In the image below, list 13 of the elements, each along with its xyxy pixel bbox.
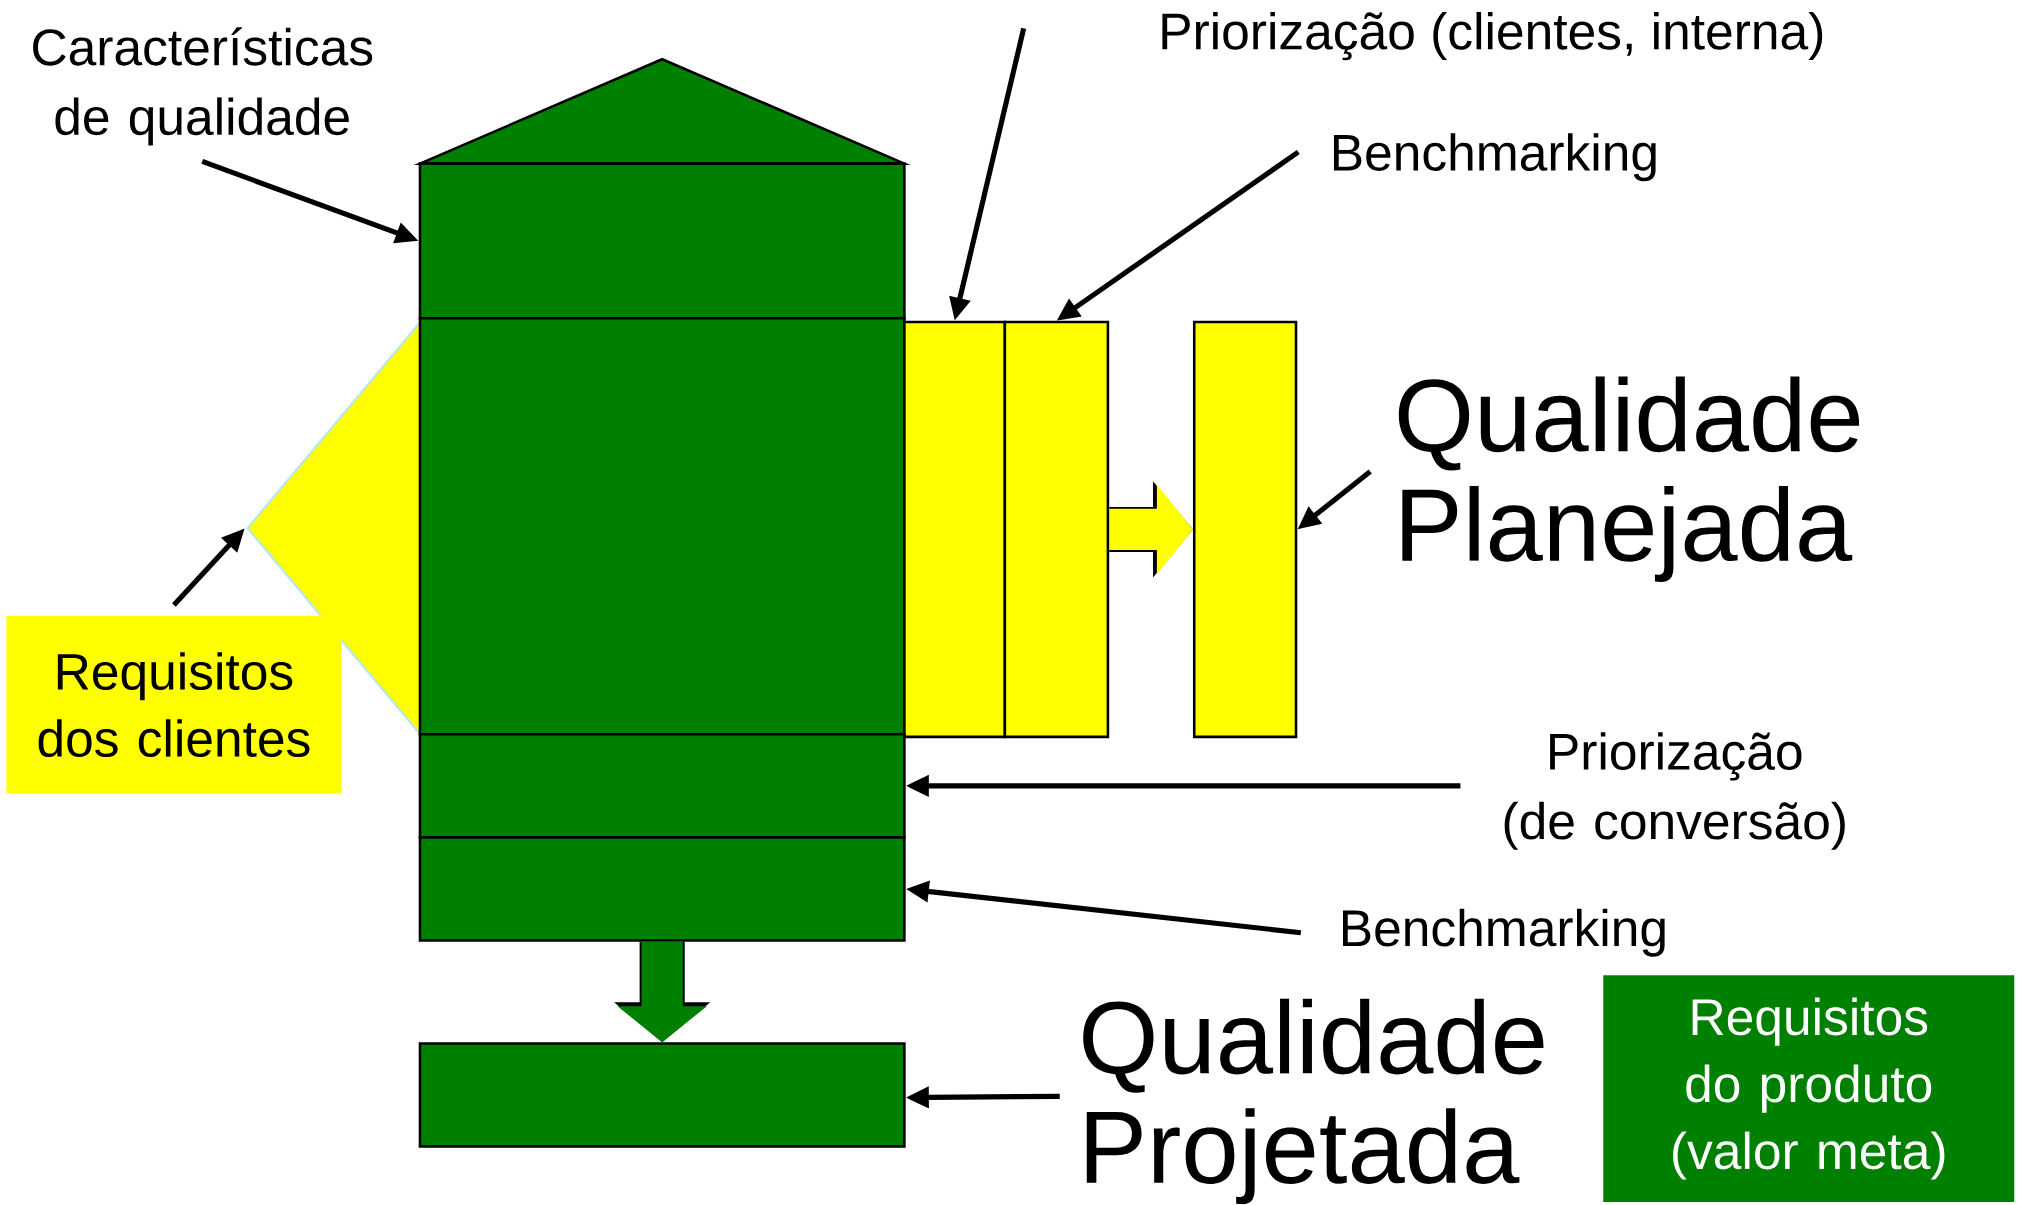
- heading-text: Qualidade Projetada: [1083, 998, 1544, 1205]
- requirements-box: Requisitos dos clientes: [6, 616, 342, 794]
- label-text: Benchmarking: [1342, 908, 1665, 957]
- label-text: Priorização (clientes, interna): [1162, 12, 1823, 61]
- label-text: Características de qualidade: [33, 27, 373, 146]
- heading-text: Qualidade Planejada: [1398, 376, 1860, 583]
- label-text: Priorização (de conversão): [1504, 732, 1845, 850]
- benchmark-band: [418, 836, 906, 942]
- priority-band: [418, 733, 906, 839]
- planning-column: [1003, 321, 1110, 739]
- product-requirements-box: Requisitos do produto (valor meta): [1603, 975, 2015, 1203]
- planning-column: [903, 321, 1007, 739]
- label-text: Benchmarking: [1333, 133, 1656, 182]
